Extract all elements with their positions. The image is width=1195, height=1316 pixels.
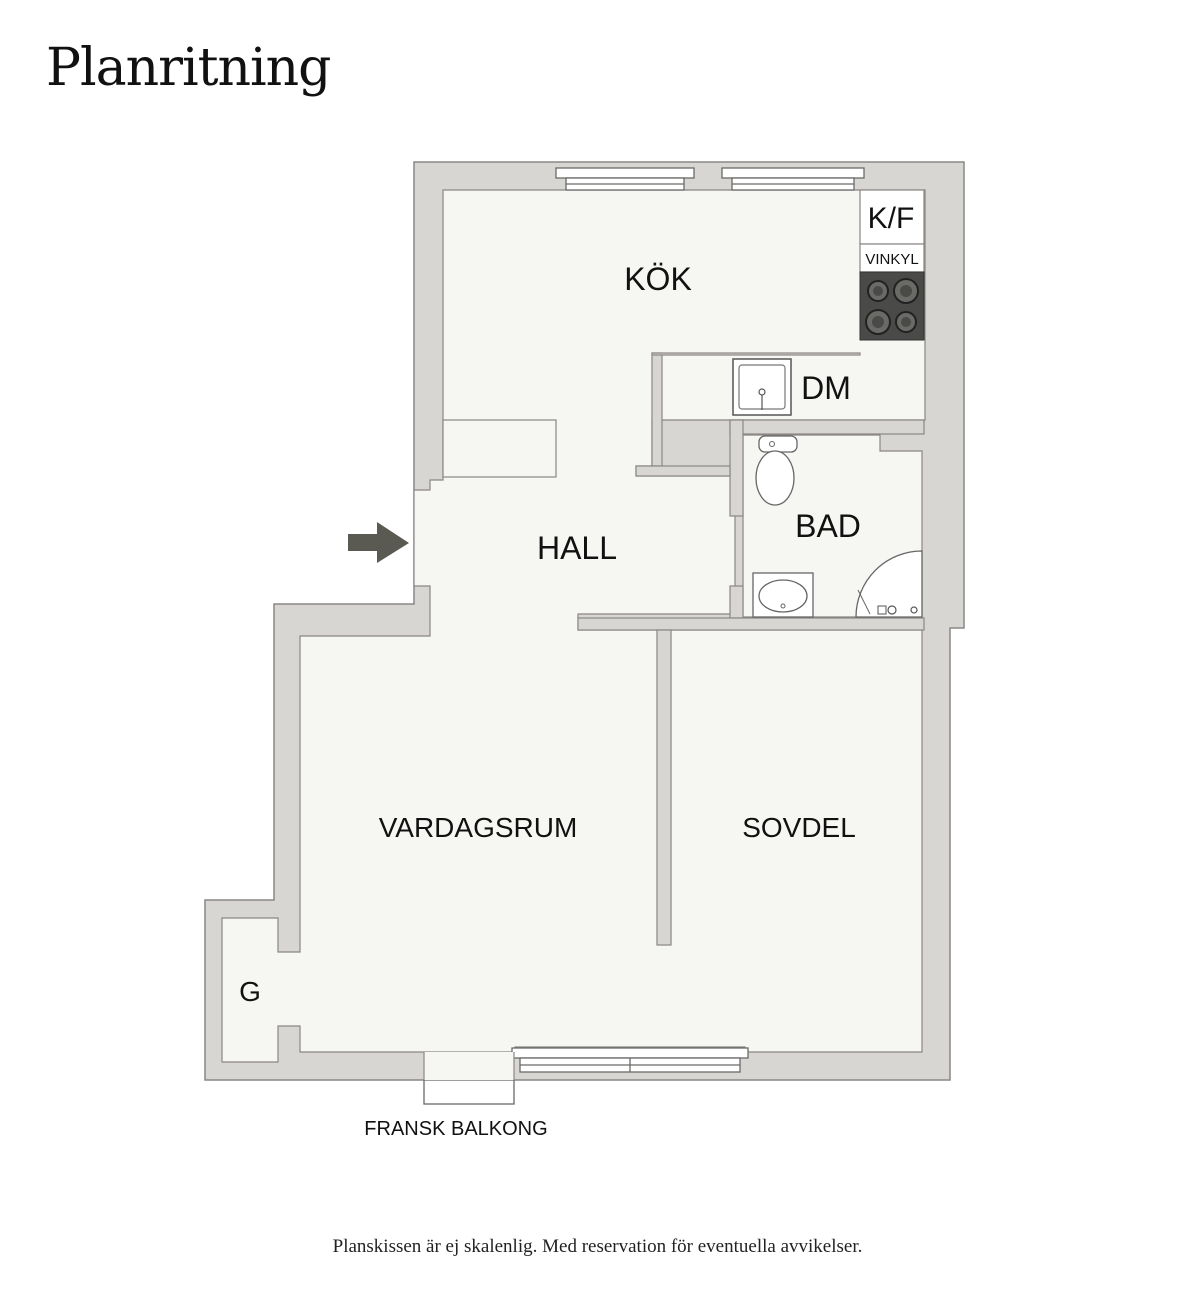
wall-hall-stub [635, 465, 731, 477]
shower-icon [855, 550, 923, 618]
label-dm: DM [801, 370, 851, 406]
french-balcony-threshold [424, 1052, 514, 1080]
kitchen-appliances [859, 189, 925, 341]
window-bottom [511, 1047, 749, 1059]
washbasin-icon [752, 572, 814, 618]
wall-bath-left-top [729, 419, 744, 517]
stove-icon [859, 271, 925, 341]
disclaimer: Planskissen är ej skalenlig. Med reserva… [332, 1236, 863, 1257]
label-hall: HALL [537, 530, 617, 566]
wall-room-divider [656, 629, 672, 946]
toilet-icon [755, 435, 798, 506]
label-vardagsrum: VARDAGSRUM [379, 812, 578, 843]
wall-bath-left-bottom [729, 585, 744, 619]
wall-kitchen-counter-back [651, 352, 861, 356]
window-kitchen-left [555, 167, 695, 179]
label-kf: K/F [868, 202, 915, 235]
label-french-balcony: FRANSK BALKONG [364, 1118, 547, 1140]
interior-walls [577, 352, 925, 946]
sink-icon [732, 358, 792, 416]
wall-dm-bottom [729, 419, 925, 435]
wall-dm-left [651, 352, 663, 467]
entrance-arrow-icon [348, 522, 409, 563]
fridge-freezer [859, 189, 925, 245]
label-vinkyl: VINKYL [865, 251, 918, 268]
hall-wardrobe [442, 419, 557, 478]
label-kok: KÖK [624, 261, 692, 297]
french-balcony [423, 1079, 515, 1105]
label-g: G [239, 976, 261, 1007]
label-sovdel: SOVDEL [742, 812, 856, 843]
window-kitchen-right [721, 167, 865, 179]
label-bad: BAD [795, 508, 861, 544]
window-icon [511, 167, 865, 1073]
page-title: Planritning [46, 38, 331, 98]
wall-rooms-top [577, 617, 925, 631]
